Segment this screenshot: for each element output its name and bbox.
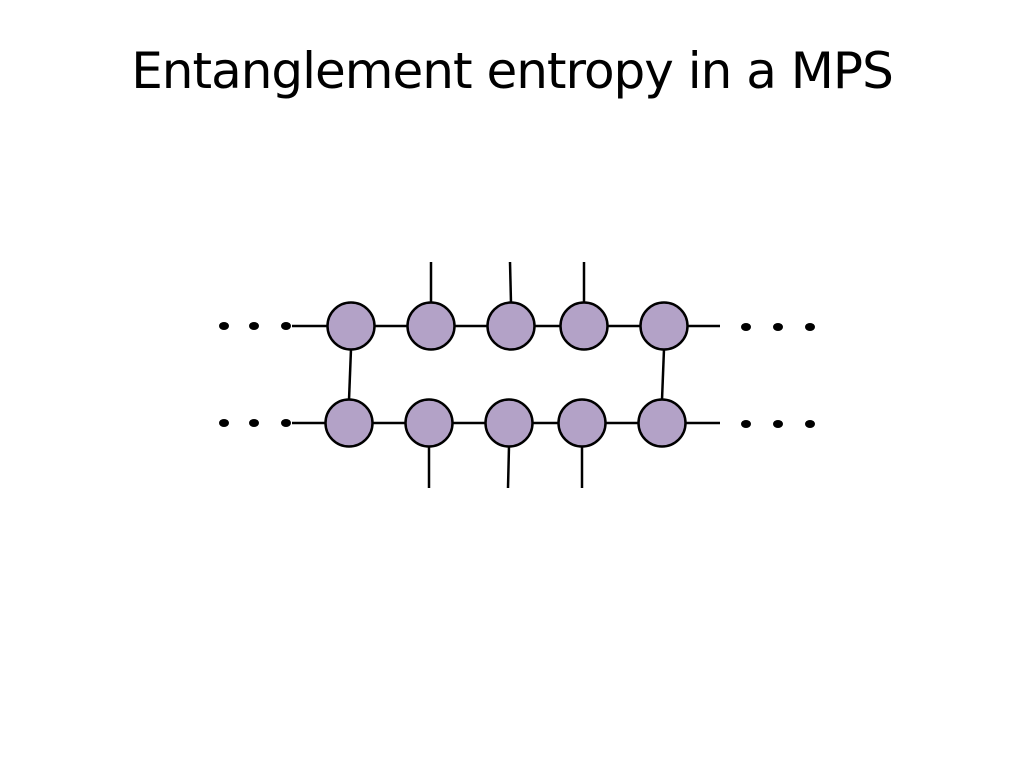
bottom-physical-leg-2	[506, 445, 511, 489]
left-contraction-bond	[347, 348, 353, 401]
bottom-tensor-node	[557, 398, 607, 448]
slide-title: Entanglement entropy in a MPS	[131, 42, 894, 100]
top-tensor-node	[486, 301, 536, 351]
right-contraction-bond	[660, 348, 666, 401]
top-tensor-node	[559, 301, 609, 351]
bottom-tensor-node	[404, 398, 454, 448]
ellipsis-bottom-right	[741, 420, 815, 428]
bottom-tensor-node	[324, 398, 374, 448]
ellipsis-top-left	[219, 322, 291, 330]
bottom-tensor-node	[484, 398, 534, 448]
top-tensor-node	[406, 301, 456, 351]
bottom-tensor-node	[637, 398, 687, 448]
top-tensor-node	[639, 301, 689, 351]
ellipsis-bottom-left	[219, 419, 291, 427]
top-physical-leg-2	[508, 261, 513, 304]
top-tensor-node	[326, 301, 376, 351]
ellipsis-top-right	[741, 323, 815, 331]
